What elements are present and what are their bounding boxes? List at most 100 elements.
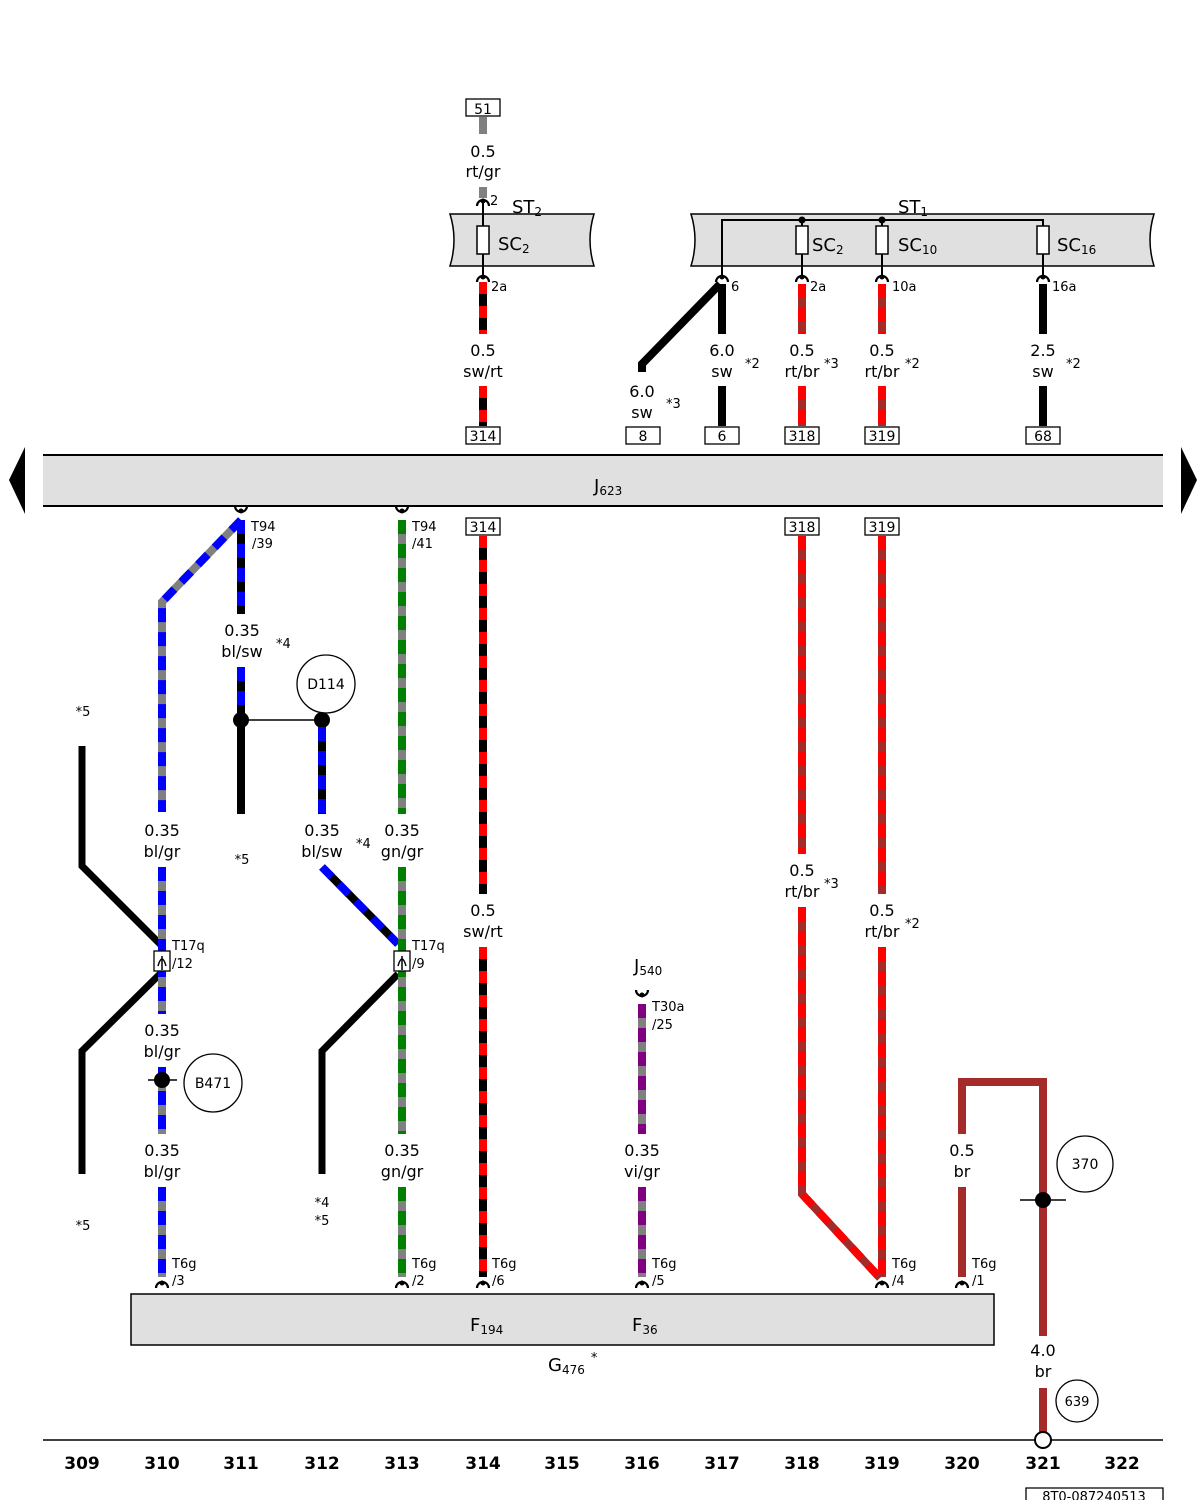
- continue-left-arrow-icon[interactable]: [9, 447, 25, 514]
- pin-label: T6g: [651, 1257, 676, 1272]
- connector-icon: [154, 1279, 170, 1290]
- wire-label-size: 0.5: [949, 1141, 974, 1160]
- column-number: 317: [704, 1454, 740, 1474]
- ground-point-label: 370: [1072, 1157, 1099, 1173]
- wire-bl-sw-312-diagonal: [319, 864, 401, 947]
- wire-label-color: br: [954, 1162, 971, 1181]
- ground-point-639: [1055, 1379, 1099, 1423]
- footnote: *4: [276, 637, 291, 652]
- terminal-box-319-bottom: [864, 517, 900, 536]
- footnote: *3: [824, 357, 839, 372]
- terminal-box-314-bottom: [465, 517, 501, 536]
- connector-icon: [475, 273, 491, 284]
- pin-label: /2: [412, 1274, 425, 1289]
- ecu-j623-label: J623: [593, 476, 622, 498]
- wire-label-size: 0.5: [470, 142, 495, 161]
- footnote: *4: [315, 1196, 330, 1211]
- document-id: 8T0-087240513: [1042, 1490, 1146, 1500]
- wire-label-color: bl/sw: [301, 842, 342, 861]
- fuse-sc2-right-label: SC2: [812, 235, 844, 257]
- wire-label-size: 0.35: [624, 1141, 660, 1160]
- pin-label: T30a: [651, 1000, 684, 1015]
- wire-label-size: 0.35: [144, 1141, 180, 1160]
- ground-point-label: B471: [195, 1076, 231, 1092]
- sensor-g476-panel: [130, 1293, 995, 1346]
- wire-label-color: rt/br: [865, 362, 900, 381]
- pin-label: T6g: [491, 1257, 516, 1272]
- terminal-box-label: 314: [470, 520, 497, 536]
- terminal-box-318-bottom: [784, 517, 820, 536]
- column-number: 313: [384, 1454, 420, 1474]
- pin-label: T94: [250, 520, 275, 535]
- connector-icon: [874, 273, 890, 284]
- wire-bl-gr-310-upper: [158, 517, 244, 812]
- column-number: 311: [223, 1454, 259, 1474]
- wire-sw-6mm-diagonal: [638, 281, 723, 372]
- ground-point-d114: [296, 654, 356, 714]
- connector-icon: [394, 1279, 410, 1290]
- wire-label-color: bl/sw: [221, 642, 262, 661]
- terminal-box-label: 6: [718, 429, 727, 445]
- wire-label-color: bl/gr: [144, 1162, 181, 1181]
- wire-label-color: sw/rt: [463, 922, 503, 941]
- sensor-f194-label: F194: [470, 1315, 503, 1337]
- wire-label-color: gn/gr: [381, 1162, 424, 1181]
- wire-label-color: rt/gr: [466, 162, 501, 181]
- fuse-sc2-left-label: SC2: [498, 234, 530, 256]
- ground-point-370: [1056, 1135, 1114, 1193]
- pin-label: /39: [252, 537, 273, 552]
- footnote: *2: [1066, 357, 1081, 372]
- pin-label: 16a: [1052, 280, 1077, 295]
- ground-point-b471: [183, 1053, 243, 1113]
- wire-label-size: 0.5: [789, 341, 814, 360]
- footnote: *3: [666, 397, 681, 412]
- pin-label: /1: [972, 1274, 985, 1289]
- pin-label: /3: [172, 1274, 185, 1289]
- pin-label: /5: [652, 1274, 665, 1289]
- connector-icon: [794, 273, 810, 284]
- pin-label: T17q: [411, 939, 445, 954]
- column-number: 310: [144, 1454, 180, 1474]
- connector-icon: [1035, 273, 1051, 284]
- column-number: 319: [864, 1454, 900, 1474]
- wire-label-color: sw: [711, 362, 732, 381]
- wire-label-size: 4.0: [1030, 1341, 1055, 1360]
- terminal-box-label: 319: [869, 520, 896, 536]
- pin-label: /4: [892, 1274, 905, 1289]
- pin-label: T17q: [171, 939, 205, 954]
- terminal-box-label: 68: [1034, 429, 1052, 445]
- wire-label-size: 0.35: [144, 1021, 180, 1040]
- wire-label-size: 0.35: [384, 821, 420, 840]
- pin-label: 2a: [491, 280, 507, 295]
- column-number: 309: [64, 1454, 100, 1474]
- column-number: 316: [624, 1454, 660, 1474]
- ground-connection-icon: [1034, 1431, 1052, 1449]
- pin-label: /12: [172, 957, 193, 972]
- wire-label-color: sw/rt: [463, 362, 503, 381]
- terminal-box-318-top: [784, 426, 820, 445]
- footnote: *5: [235, 853, 250, 868]
- footnote: *5: [315, 1214, 330, 1229]
- footnote: *2: [905, 357, 920, 372]
- wire-label-size: 6.0: [629, 382, 654, 401]
- footnote: *2: [745, 357, 760, 372]
- sensor-g476-label: G476*: [548, 1351, 598, 1377]
- footnote: *3: [824, 877, 839, 892]
- wire-sw-309-upper: [78, 746, 165, 949]
- connector-icon: [874, 1279, 890, 1290]
- wire-label-size: 0.5: [470, 901, 495, 920]
- terminal-box-314-top: [465, 426, 501, 445]
- wire-label-size: 0.5: [869, 341, 894, 360]
- connector-icon: [634, 1279, 650, 1290]
- terminal-box-51-label: 51: [474, 102, 492, 118]
- footnote: *4: [356, 837, 371, 852]
- ground-point-label: D114: [307, 677, 345, 693]
- wire-sw-312-lower: [318, 971, 401, 1174]
- continue-right-arrow-icon[interactable]: [1181, 447, 1197, 514]
- wire-label-color: bl/gr: [144, 842, 181, 861]
- wire-label-color: br: [1035, 1362, 1052, 1381]
- pin-label: /9: [412, 957, 425, 972]
- column-number: 318: [784, 1454, 820, 1474]
- pin-label: 2a: [810, 280, 826, 295]
- fuse-sc10: [875, 225, 889, 255]
